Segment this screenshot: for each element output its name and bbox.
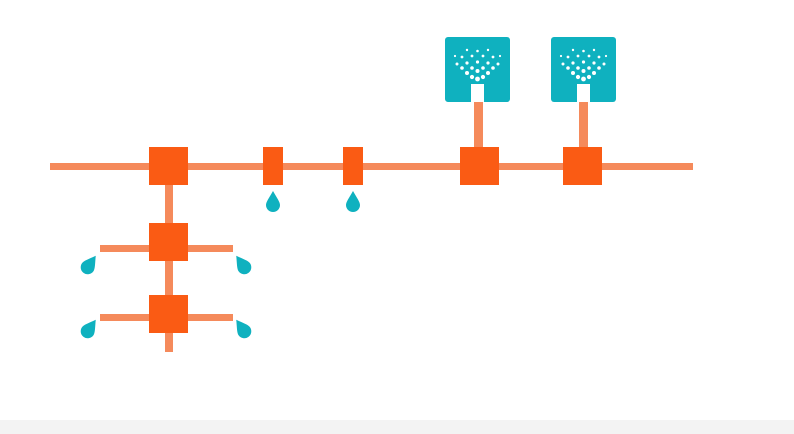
water-drop-icon (80, 255, 96, 275)
riser-pipe-left (474, 100, 483, 150)
bottom-band (0, 420, 794, 434)
sprinkler-head-icon (445, 37, 510, 102)
main-pipe (50, 163, 693, 170)
tee-fitting-branch-upper (149, 223, 188, 261)
inline-emitter-2 (343, 147, 363, 185)
pipe-network (50, 100, 693, 352)
water-drops (80, 191, 360, 339)
sprinkler-head-icon (551, 37, 616, 102)
water-drop-icon (266, 191, 280, 212)
water-drop-icon (236, 255, 252, 275)
inline-emitter-1 (263, 147, 283, 185)
vertical-branch-pipe (165, 185, 173, 352)
spray-pattern (559, 48, 608, 82)
spray-pattern (453, 48, 502, 82)
water-drop-icon (346, 191, 360, 212)
water-drop-icon (236, 319, 252, 339)
tee-fitting-branch-lower (149, 295, 188, 333)
fittings (149, 147, 602, 333)
tee-fitting-sprinkler-2 (563, 147, 602, 185)
riser-pipe-right (579, 100, 588, 150)
tee-fitting-main (149, 147, 188, 185)
tee-fitting-sprinkler-1 (460, 147, 499, 185)
water-drop-icon (80, 319, 96, 339)
